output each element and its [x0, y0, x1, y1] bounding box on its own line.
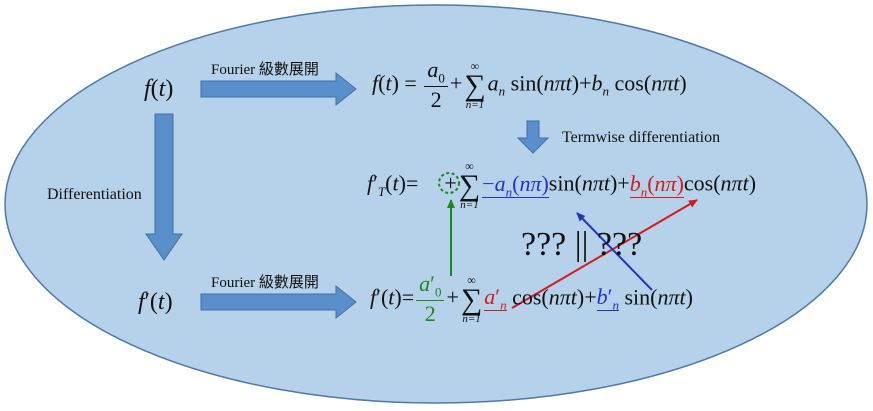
question-label: ??? || ???: [521, 226, 643, 263]
fprime-left: f′(t): [138, 289, 173, 315]
fourier-bottom-arrow-icon: [200, 284, 357, 320]
fourier-bottom-label: Fourier 級數展開: [211, 275, 319, 291]
dashed-circle-icon: [438, 172, 460, 194]
termwise-derivative: f′T(t)=+∞∑n=1−an(nπ)sin(nπt)+bn(nπ)cos(n…: [367, 159, 757, 211]
termwise-label: Termwise differentiation: [562, 129, 721, 146]
red-arrow: [511, 199, 698, 309]
blue-arrow: [576, 212, 653, 291]
termwise-arrow-icon: [516, 120, 550, 154]
differentiation-arrow-icon: [145, 113, 183, 261]
fourier-top-arrow-icon: [200, 71, 357, 107]
ft-left: f(t): [144, 76, 174, 102]
fourier-top-label: Fourier 級數展開: [211, 62, 319, 78]
differentiation-label: Differentiation: [47, 186, 142, 203]
